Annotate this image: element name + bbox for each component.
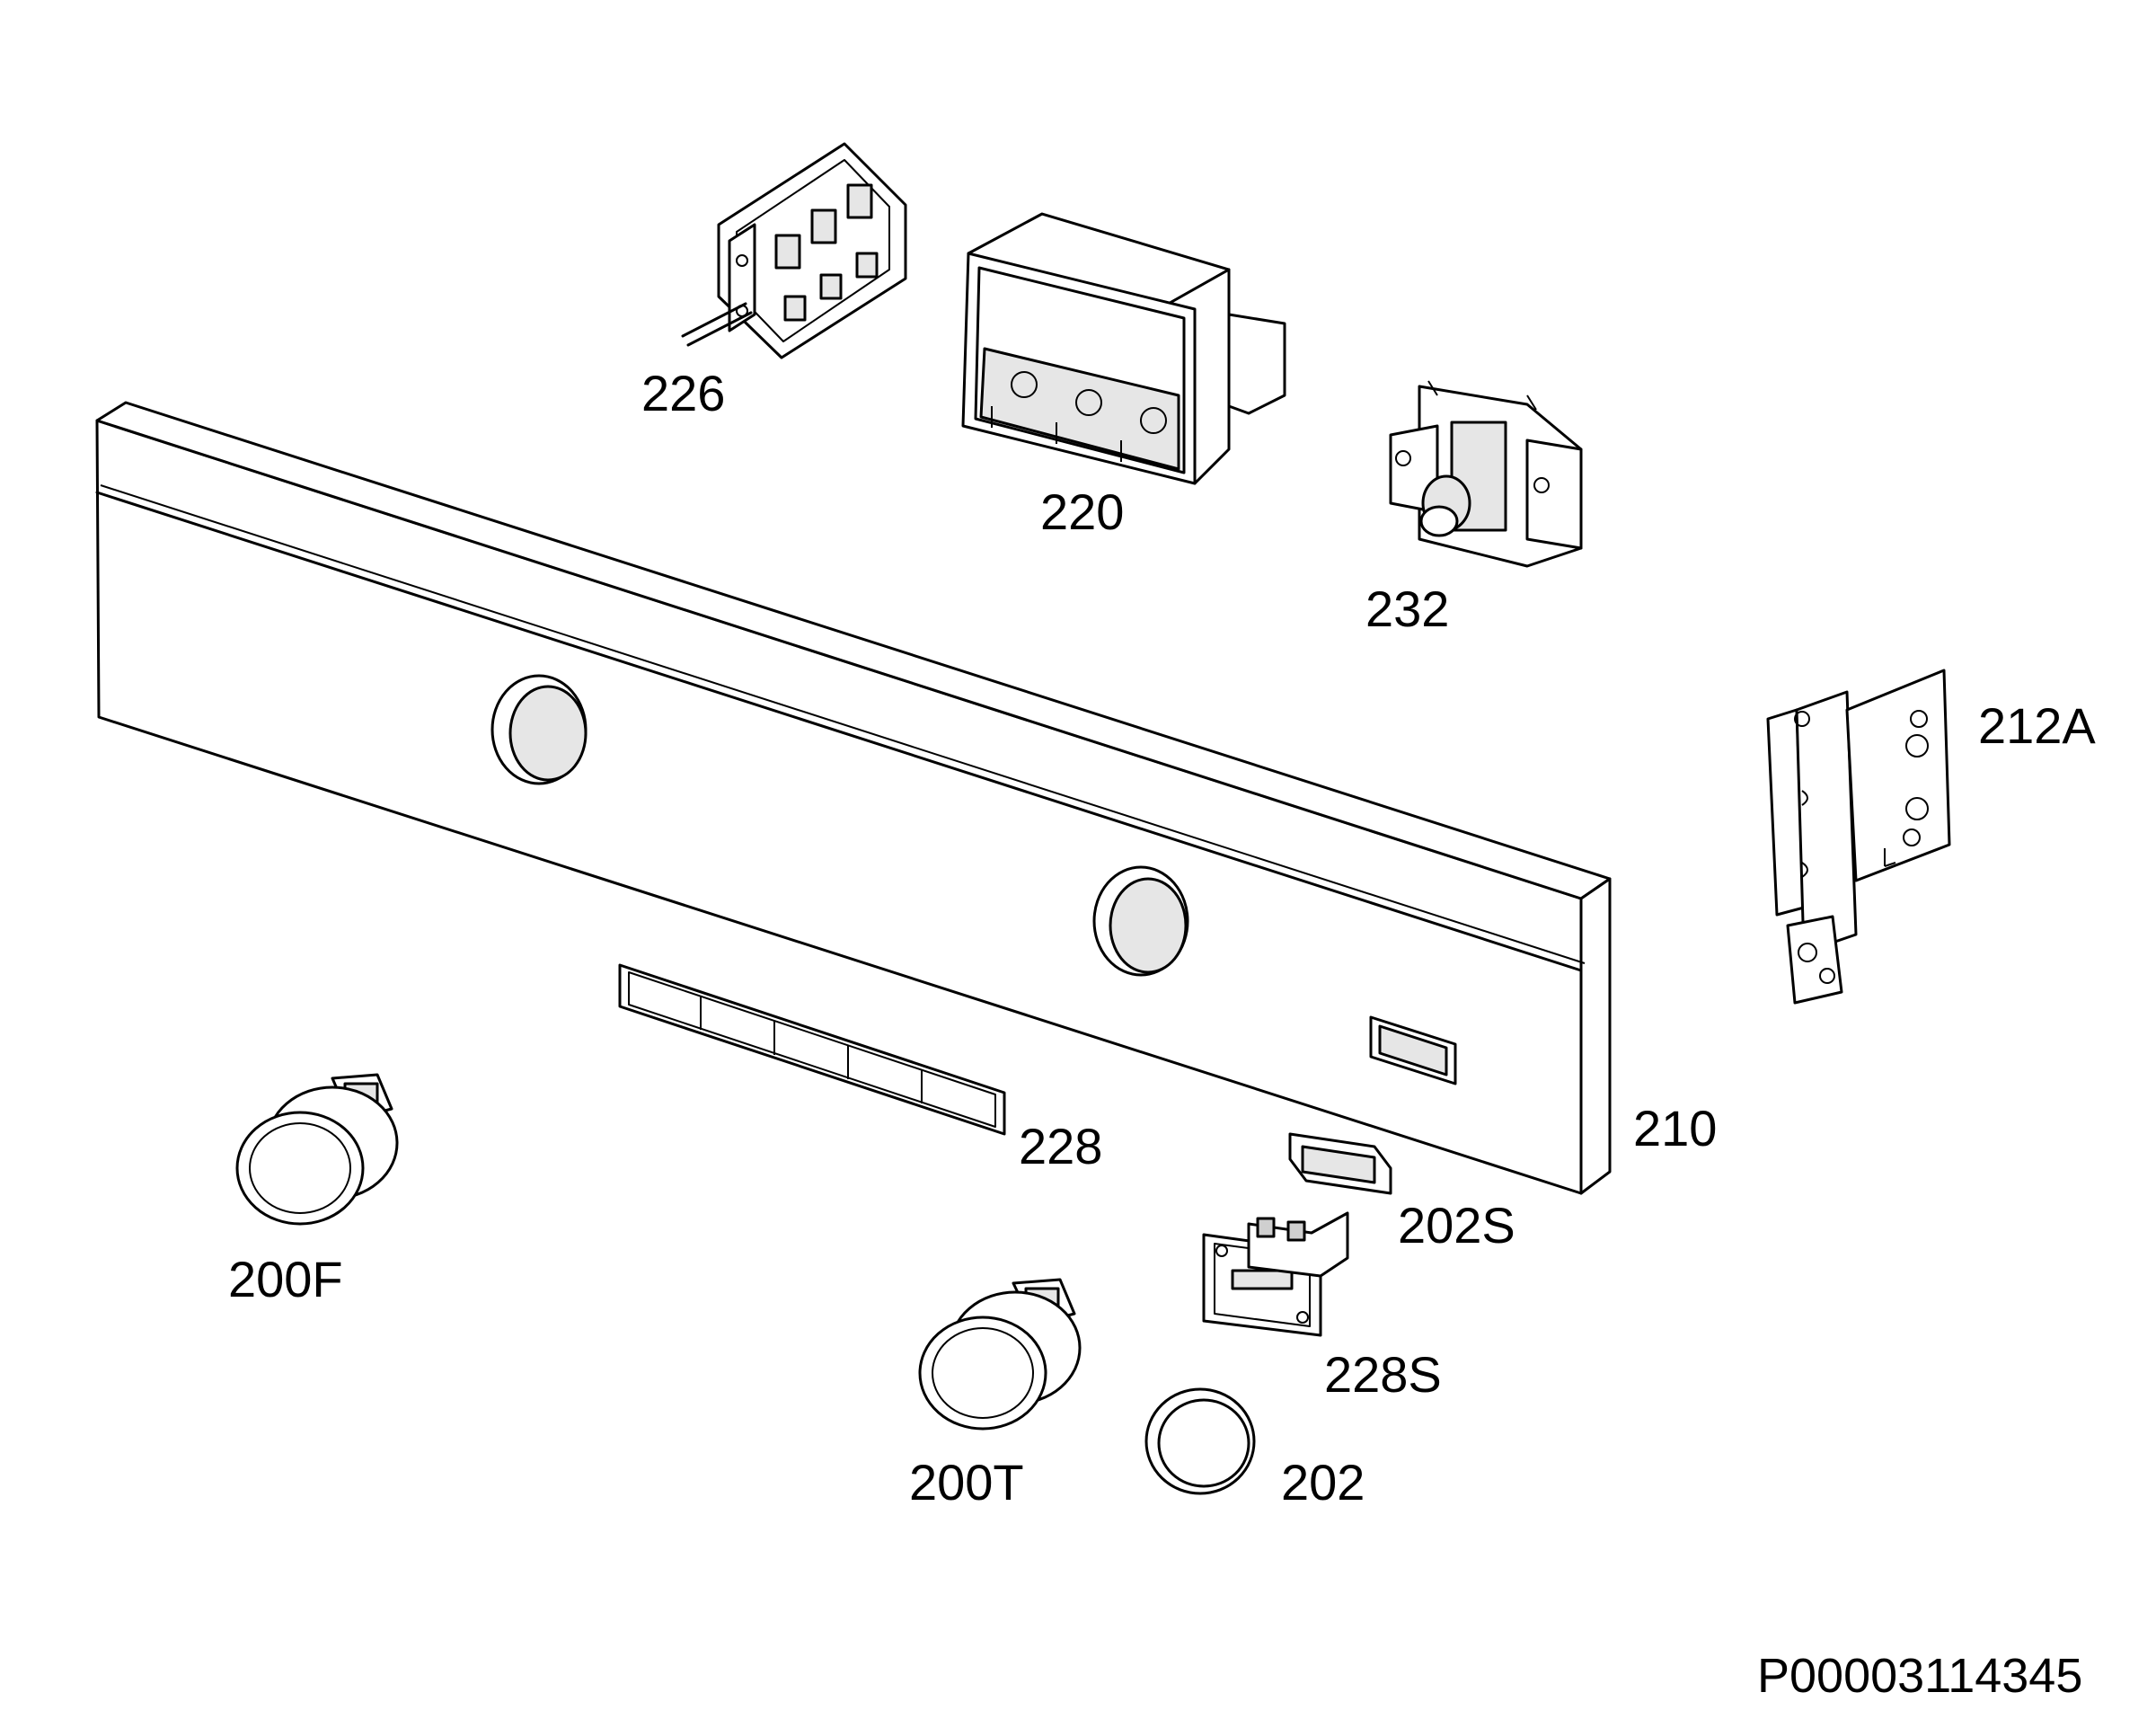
label-212A: 212A — [1978, 697, 2096, 754]
thermostat-part — [1389, 380, 1583, 568]
trim-ring-part — [1144, 1387, 1256, 1495]
label-232: 232 — [1365, 580, 1450, 637]
knob-200T-part — [918, 1278, 1082, 1431]
label-202: 202 — [1281, 1454, 1365, 1511]
switch-bezel-part — [1288, 1132, 1392, 1195]
label-200F: 200F — [228, 1251, 343, 1307]
document-id: P00003114345 — [1757, 1649, 2083, 1703]
label-210: 210 — [1633, 1100, 1718, 1156]
switch-cutout — [1369, 1015, 1457, 1085]
selector-switch-part — [681, 142, 907, 359]
knob-hole-left — [490, 674, 588, 785]
display-window-part — [618, 963, 1006, 1136]
label-220: 220 — [1040, 483, 1125, 540]
knob-200F-part — [235, 1073, 399, 1226]
label-228: 228 — [1019, 1118, 1103, 1174]
label-228S: 228S — [1324, 1346, 1442, 1403]
label-200T: 200T — [909, 1454, 1024, 1511]
knob-hole-right — [1092, 865, 1189, 977]
control-panel-part — [95, 401, 1612, 1195]
switch-assembly-part — [1202, 1211, 1349, 1337]
label-202S: 202S — [1398, 1197, 1515, 1254]
mounting-bracket-part — [1766, 669, 1951, 1005]
display-module-part — [961, 212, 1286, 485]
label-226: 226 — [641, 365, 726, 421]
